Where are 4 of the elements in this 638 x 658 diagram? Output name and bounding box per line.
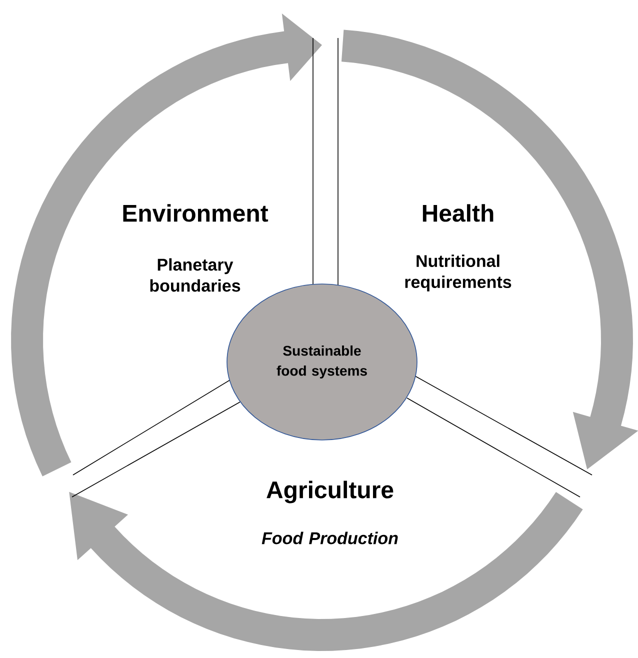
section-heading: Health [422, 204, 494, 222]
section-heading: Environment [123, 204, 268, 222]
section-subtitle: Food Production [262, 532, 398, 544]
section-heading: Agriculture [266, 480, 394, 504]
